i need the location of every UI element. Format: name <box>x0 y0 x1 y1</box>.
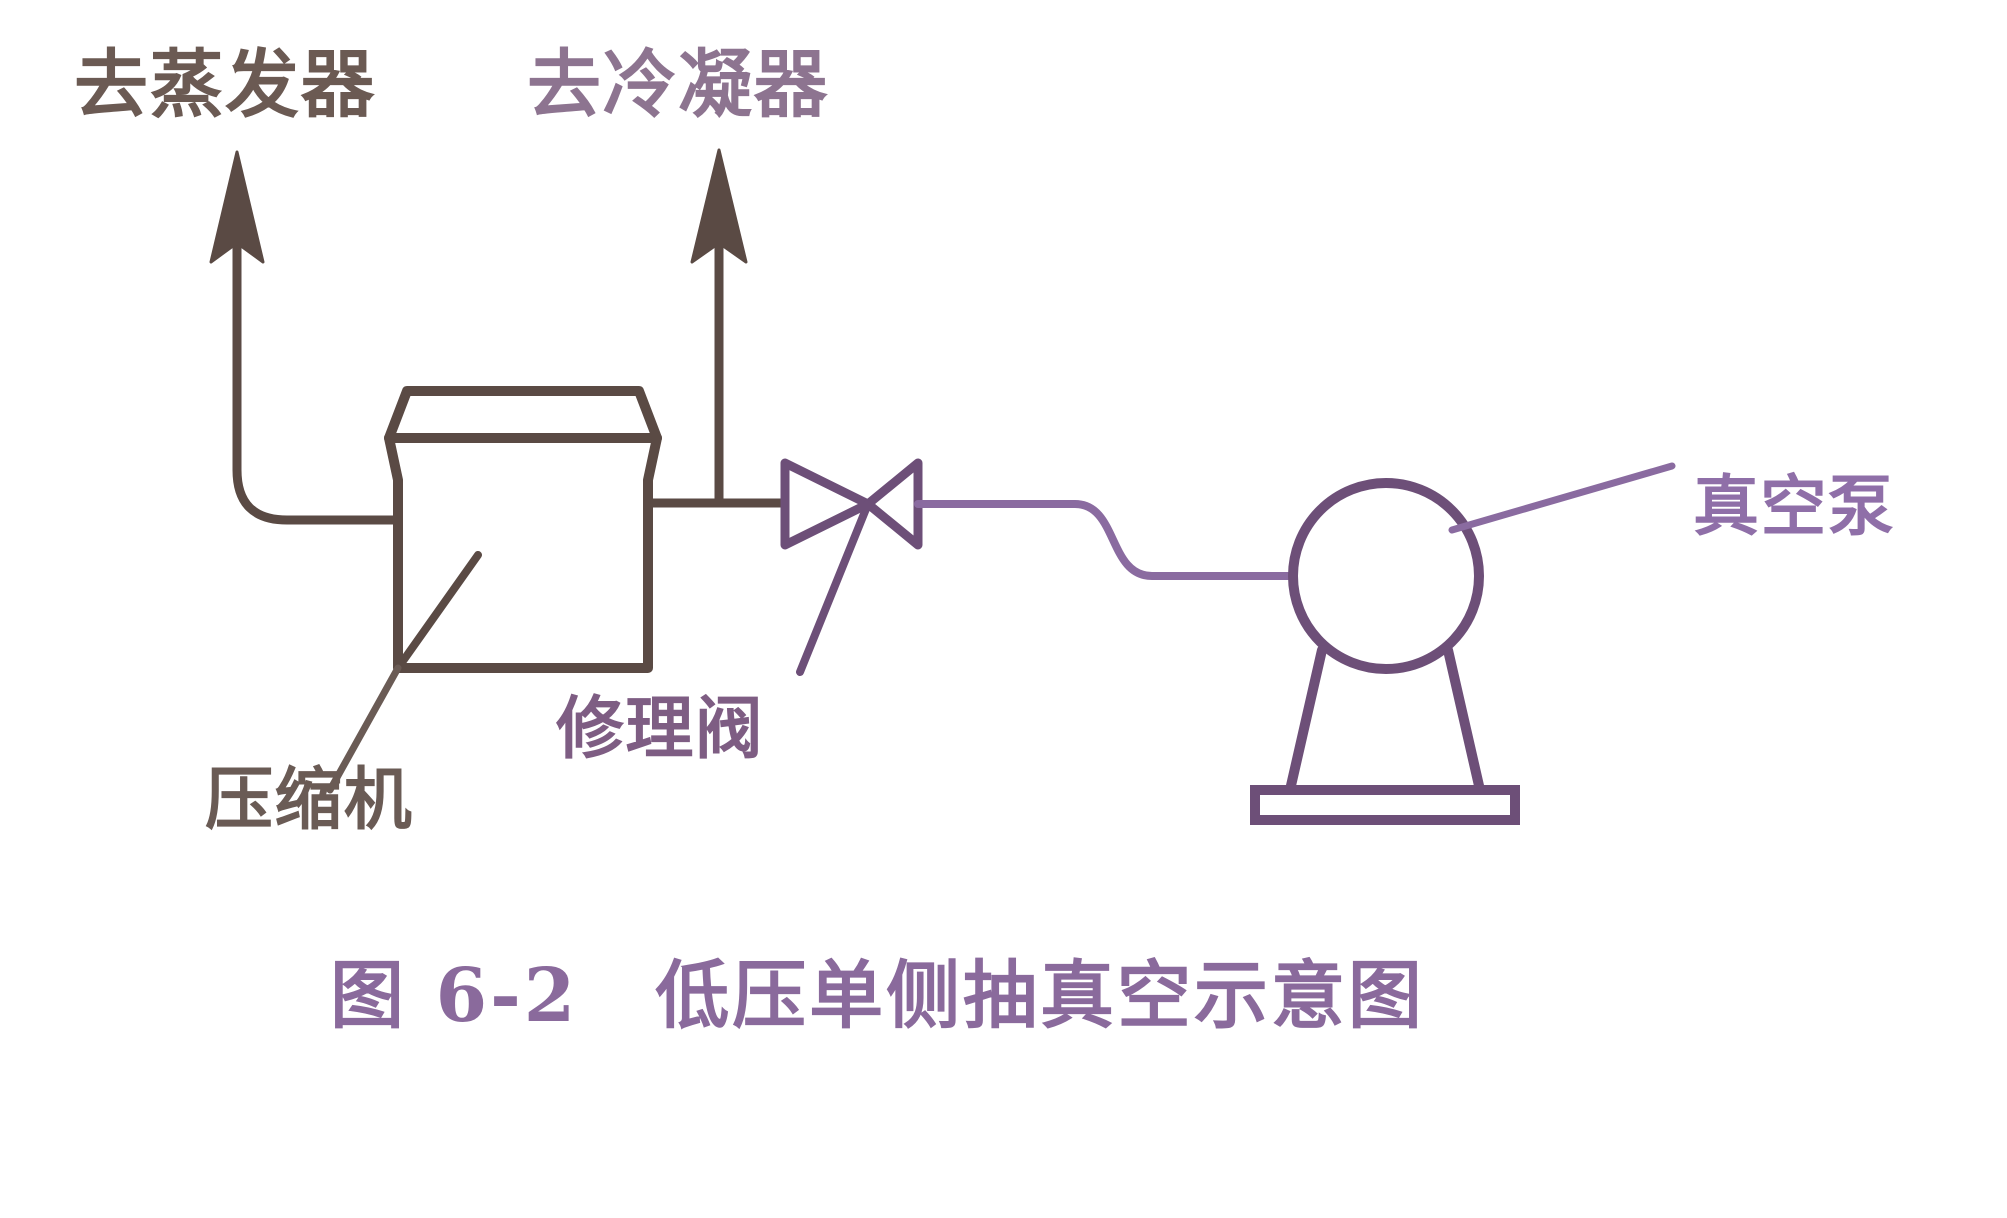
compressor-body <box>384 433 662 673</box>
valve-leader-line <box>796 500 872 676</box>
vacuum-pump-leg-left <box>1285 645 1327 795</box>
label-to-condenser: 去冷凝器 <box>527 42 829 128</box>
valve-right-triangle <box>863 458 923 550</box>
compressor-symbol <box>326 386 662 794</box>
compressor-lid <box>384 386 662 443</box>
label-vacuum-pump: 真空泵 <box>1693 468 1895 545</box>
vacuum-pump-leg-right <box>1443 645 1485 795</box>
vacuum-pump-circle <box>1288 478 1484 674</box>
figure-caption: 图 6-2 低压单侧抽真空示意图 <box>330 953 1425 1039</box>
to-evaporator-arrowhead-icon <box>209 150 265 264</box>
pipe-to-vacuum-pump <box>914 500 1297 580</box>
valve-left-triangle <box>780 458 873 550</box>
to-condenser-pipe-group <box>690 148 748 508</box>
vacuum-pump-base-plate <box>1250 785 1520 825</box>
compressor-inner-stroke <box>394 551 482 672</box>
to-condenser-arrowhead-icon <box>690 148 748 264</box>
vacuum-pump-symbol <box>1250 462 1676 825</box>
label-to-evaporator: 去蒸发器 <box>74 42 376 128</box>
vacuum-pump-leader-line <box>1448 462 1676 534</box>
to-evaporator-pipe-group <box>209 150 403 525</box>
service-valve-symbol <box>780 458 923 676</box>
compressor-leader-line <box>326 664 402 794</box>
label-compressor: 压缩机 <box>205 761 414 840</box>
label-service-valve: 修理阀 <box>556 690 765 769</box>
evaporator-pipe-line <box>232 190 403 525</box>
